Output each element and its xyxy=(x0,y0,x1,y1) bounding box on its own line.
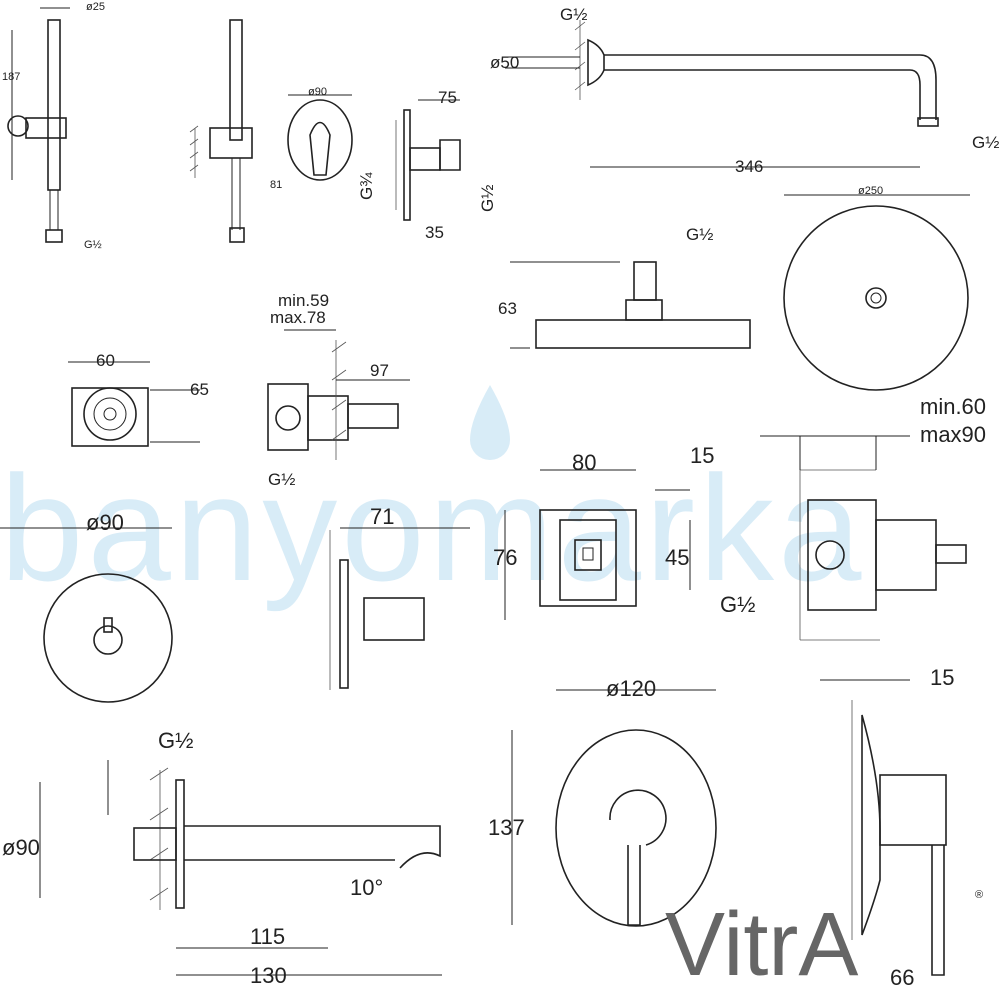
label-thermo-thread: G½ xyxy=(720,592,755,617)
label-thermo-offset: 15 xyxy=(690,443,714,468)
hand-shower-drawing: ø25 187 G½ 81 xyxy=(2,1,282,251)
label-head-diameter: ø250 xyxy=(858,185,883,197)
label-box-depth-min: min.59 xyxy=(278,291,329,310)
label-outlet-depth: 75 xyxy=(438,88,457,107)
label-box-projection: 97 xyxy=(370,361,389,380)
label-mixer-depth: 66 xyxy=(890,965,914,990)
label-thermo-depth-min: min.60 xyxy=(920,394,986,419)
label-hand-shower-height: 187 xyxy=(2,71,20,83)
label-hand-shower-thread: G½ xyxy=(84,239,102,251)
label-thermo-center: 45 xyxy=(665,545,689,570)
label-thermo-width: 80 xyxy=(572,450,596,475)
label-trim-diameter: ø90 xyxy=(86,510,124,535)
diverter-trim-drawing: ø90 71 xyxy=(0,504,470,703)
label-mixer-diameter: ø120 xyxy=(606,676,656,701)
label-box-depth-max: max.78 xyxy=(270,308,326,327)
label-spout-flange: ø90 xyxy=(2,835,40,860)
label-bracket: 81 xyxy=(270,179,282,191)
label-outlet-thread-in: G¾ xyxy=(357,172,376,200)
label-outlet-offset: 35 xyxy=(425,223,444,242)
wall-outlet-drawing: ø90 75 G¾ G½ 35 xyxy=(287,86,497,242)
label-box-width: 60 xyxy=(96,351,115,370)
label-box-height: 65 xyxy=(190,380,209,399)
label-outlet-flange: ø90 xyxy=(308,86,327,98)
label-arm-length: 346 xyxy=(735,157,763,176)
label-spout-thread: G½ xyxy=(158,728,193,753)
label-outlet-thread-out: G½ xyxy=(478,185,497,212)
label-mixer-height: 137 xyxy=(488,815,525,840)
diverter-box-drawing: 60 65 min.59 max.78 97 G½ xyxy=(68,291,410,489)
mixer-trim-drawing: ø120 137 15 66 xyxy=(488,665,954,990)
label-spout-length-a: 115 xyxy=(250,924,285,949)
label-arm-thread-top: G½ xyxy=(560,5,587,24)
label-hand-shower-diameter: ø25 xyxy=(86,1,105,13)
label-head-height: 63 xyxy=(498,299,517,318)
label-thermo-depth-max: max90 xyxy=(920,422,986,447)
shower-arm-drawing: G½ ø50 346 G½ xyxy=(490,5,999,176)
label-arm-thread-end: G½ xyxy=(972,133,999,152)
drop-icon xyxy=(470,385,510,460)
thermostatic-box-drawing: 80 15 76 45 G½ min.60 max90 xyxy=(493,394,986,641)
label-head-thread: G½ xyxy=(686,225,713,244)
registered-mark: ® xyxy=(975,889,983,901)
label-box-thread: G½ xyxy=(268,470,295,489)
vitra-logo: VitrA xyxy=(665,895,858,995)
label-spout-length-b: 130 xyxy=(250,963,287,988)
label-arm-flange: ø50 xyxy=(490,53,519,72)
spout-drawing: G½ ø90 115 130 10° xyxy=(2,728,442,988)
label-mixer-offset: 15 xyxy=(930,665,954,690)
head-shower-drawing: G½ 63 ø250 xyxy=(498,185,970,391)
label-thermo-height: 76 xyxy=(493,545,517,570)
label-trim-depth: 71 xyxy=(370,504,394,529)
label-spout-angle: 10° xyxy=(350,875,383,900)
